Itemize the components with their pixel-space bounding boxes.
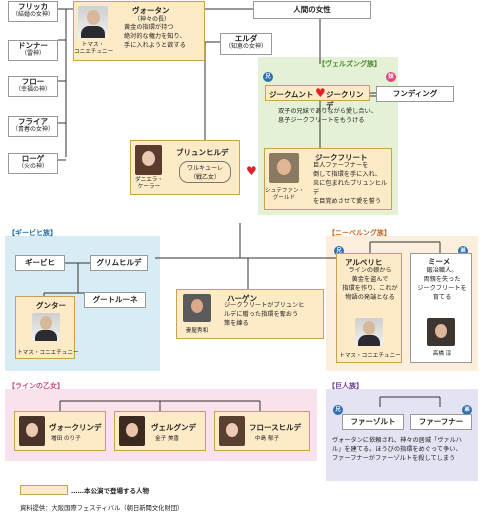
siegmund: ジークムント	[269, 90, 314, 99]
god-freia: フライア（青春の女神）	[8, 116, 58, 137]
alberich-photo	[355, 318, 383, 346]
rhine-maiden-1-actor: 増田 のり子	[51, 436, 81, 442]
rhine-maiden-2-name: ヴェルグンデ	[151, 423, 196, 432]
rhine-header: 【ラインの乙女】	[8, 382, 64, 390]
mime-desc: 鍛冶職人。両親を失ったジークフリートを育てる	[417, 267, 467, 301]
alberich-desc: ラインの娘から黄金を盗んで指環を作り、これが物語の発端となる	[342, 267, 398, 301]
nibelung-brother-tag: 兄	[334, 246, 344, 256]
brunnhilde-name: ブリュンヒルデ	[176, 148, 229, 157]
heart-icon: ♥	[246, 164, 257, 178]
sieglinde: ジークリンデ	[326, 90, 364, 110]
nibelung-younger-tag: 弟	[458, 246, 468, 256]
gunther-card: グンター トマス・コニエチュニー	[15, 296, 79, 359]
wotan-desc: 黄金の指環が持つ絶対的な権力を知り、手に入れようと欲する	[124, 24, 186, 49]
walsung-twins: ジークムント ♥ ジークリンデ	[265, 85, 370, 110]
erda: エルダ（知恵の女神）	[220, 33, 272, 55]
gutrune: グートルーネ	[84, 292, 146, 308]
rhine-maiden-3-actor: 中島 郁子	[255, 436, 280, 442]
gunther-actor: トマス・コニエチュニー	[17, 350, 79, 356]
rhine-maiden-1-photo	[19, 416, 45, 446]
wotan-card: トマス・コニエチュニー ヴォータン （神々の長） 黄金の指環が持つ絶対的な権力を…	[73, 1, 205, 61]
hagen-card: 妻屋秀和 ハーゲン ジークフリートがブリュンヒルデに贈った指環を奪おう策を練る	[176, 289, 324, 339]
alberich-name: アルベリヒ	[345, 258, 383, 267]
god-donner: ドンナー（雷神）	[8, 40, 58, 61]
god-loge: ローゲ（火の神）	[8, 153, 58, 174]
wotan-actor: トマス・コニエチュニー	[74, 42, 114, 56]
rhine-maiden-1-name: ヴォークリンデ	[49, 423, 102, 432]
brunnhilde-role: ワルキューレ（戦乙女）	[179, 161, 231, 183]
source-credit: 資料提供：大阪国際フェスティバル（朝日新聞文化財団）	[20, 505, 184, 512]
rhine-maiden-2-photo	[119, 416, 145, 446]
human-woman: 人間の女性	[253, 1, 371, 19]
alberich-card: アルベリヒ ラインの娘から黄金を盗んで指環を作り、これが物語の発端となる トマス…	[336, 253, 402, 363]
legend-text: ……本公演で登場する人物	[71, 487, 149, 495]
rhine-maiden-3-name: フロースヒルデ	[249, 423, 302, 432]
siegfried-actor: シュテファン・グールド	[265, 188, 305, 202]
walsung-header: 【ヴェルズング族】	[318, 60, 381, 68]
mime-name: ミーメ	[428, 257, 451, 266]
gibich-header: 【ギービヒ族】	[8, 229, 57, 237]
nibelung-header: 【ニーベルング族】	[328, 229, 391, 237]
rhine-maiden-2-actor: 金子 美香	[155, 436, 180, 442]
hagen-desc: ジークフリートがブリュンヒルデに贈った指環を奪おう策を練る	[224, 302, 305, 327]
mime-photo	[427, 318, 455, 346]
siegfried-desc: 巨人ファーフナーを倒して指環を手に入れ、炎に包まれたブリュンヒルデを目覚めさせて…	[313, 162, 388, 205]
rhine-maiden-2: ヴェルグンデ 金子 美香	[114, 411, 206, 451]
giants-section-bg	[326, 389, 478, 481]
mime-card: ミーメ 鍛冶職人。両親を失ったジークフリートを育てる 高橋 淳	[410, 253, 472, 363]
brunnhilde-actor: ダニエラ・ケーラー	[135, 177, 163, 191]
wotan-title: （神々の長）	[134, 16, 171, 23]
gunther-name: グンター	[36, 301, 66, 310]
wotan-photo	[78, 6, 108, 38]
hunding: フンディング	[376, 86, 454, 102]
siegfried-name: ジークフリート	[315, 153, 368, 162]
mime-actor: 高橋 淳	[432, 351, 452, 357]
god-fricka: フリッカ（結婚の女神）	[8, 1, 58, 22]
giants-header: 【巨人族】	[328, 382, 363, 390]
walsung-desc: 双子の兄妹でありながら愛し合い、息子ジークフリートをもうける	[278, 108, 377, 124]
alberich-actor: トマス・コニエチュニー	[339, 353, 401, 359]
wotan-name: ヴォータン	[132, 6, 170, 15]
rhine-maiden-3-photo	[219, 416, 245, 446]
giants-desc: ヴォータンに依頼され、神々の居城「ヴァルハル」を建てる。ほうびの指環をめぐって争…	[332, 437, 462, 462]
rhine-maiden-1: ヴォークリンデ 増田 のり子	[14, 411, 106, 451]
walsung-brother-tag: 兄	[263, 72, 273, 82]
hagen-name: ハーゲン	[227, 294, 257, 303]
gunther-photo	[32, 313, 60, 341]
giants-brother-tag: 兄	[333, 405, 343, 415]
grimhilde: グリムヒルデ	[90, 255, 148, 271]
fafner: ファーフナー	[410, 414, 472, 430]
rhine-maiden-3: フロースヒルデ 中島 郁子	[214, 411, 310, 451]
brunnhilde-card: ダニエラ・ケーラー ブリュンヒルデ ワルキューレ（戦乙女）	[130, 140, 240, 195]
gibich: ギービヒ	[15, 255, 65, 271]
siegfried-card: シュテファン・グールド ジークフリート 巨人ファーフナーを倒して指環を手に入れ、…	[264, 148, 392, 210]
hagen-actor: 妻屋秀和	[185, 328, 209, 334]
heart-icon: ♥	[315, 86, 326, 100]
brunnhilde-photo	[135, 145, 162, 175]
legend-swatch	[20, 485, 68, 495]
hagen-photo	[183, 294, 211, 322]
god-froh: フロー（幸福の神）	[8, 76, 58, 97]
giants-younger-tag: 弟	[462, 405, 472, 415]
walsung-sister-tag: 妹	[386, 72, 396, 82]
siegfried-photo	[269, 153, 299, 183]
fasolt: ファーゾルト	[342, 414, 404, 430]
